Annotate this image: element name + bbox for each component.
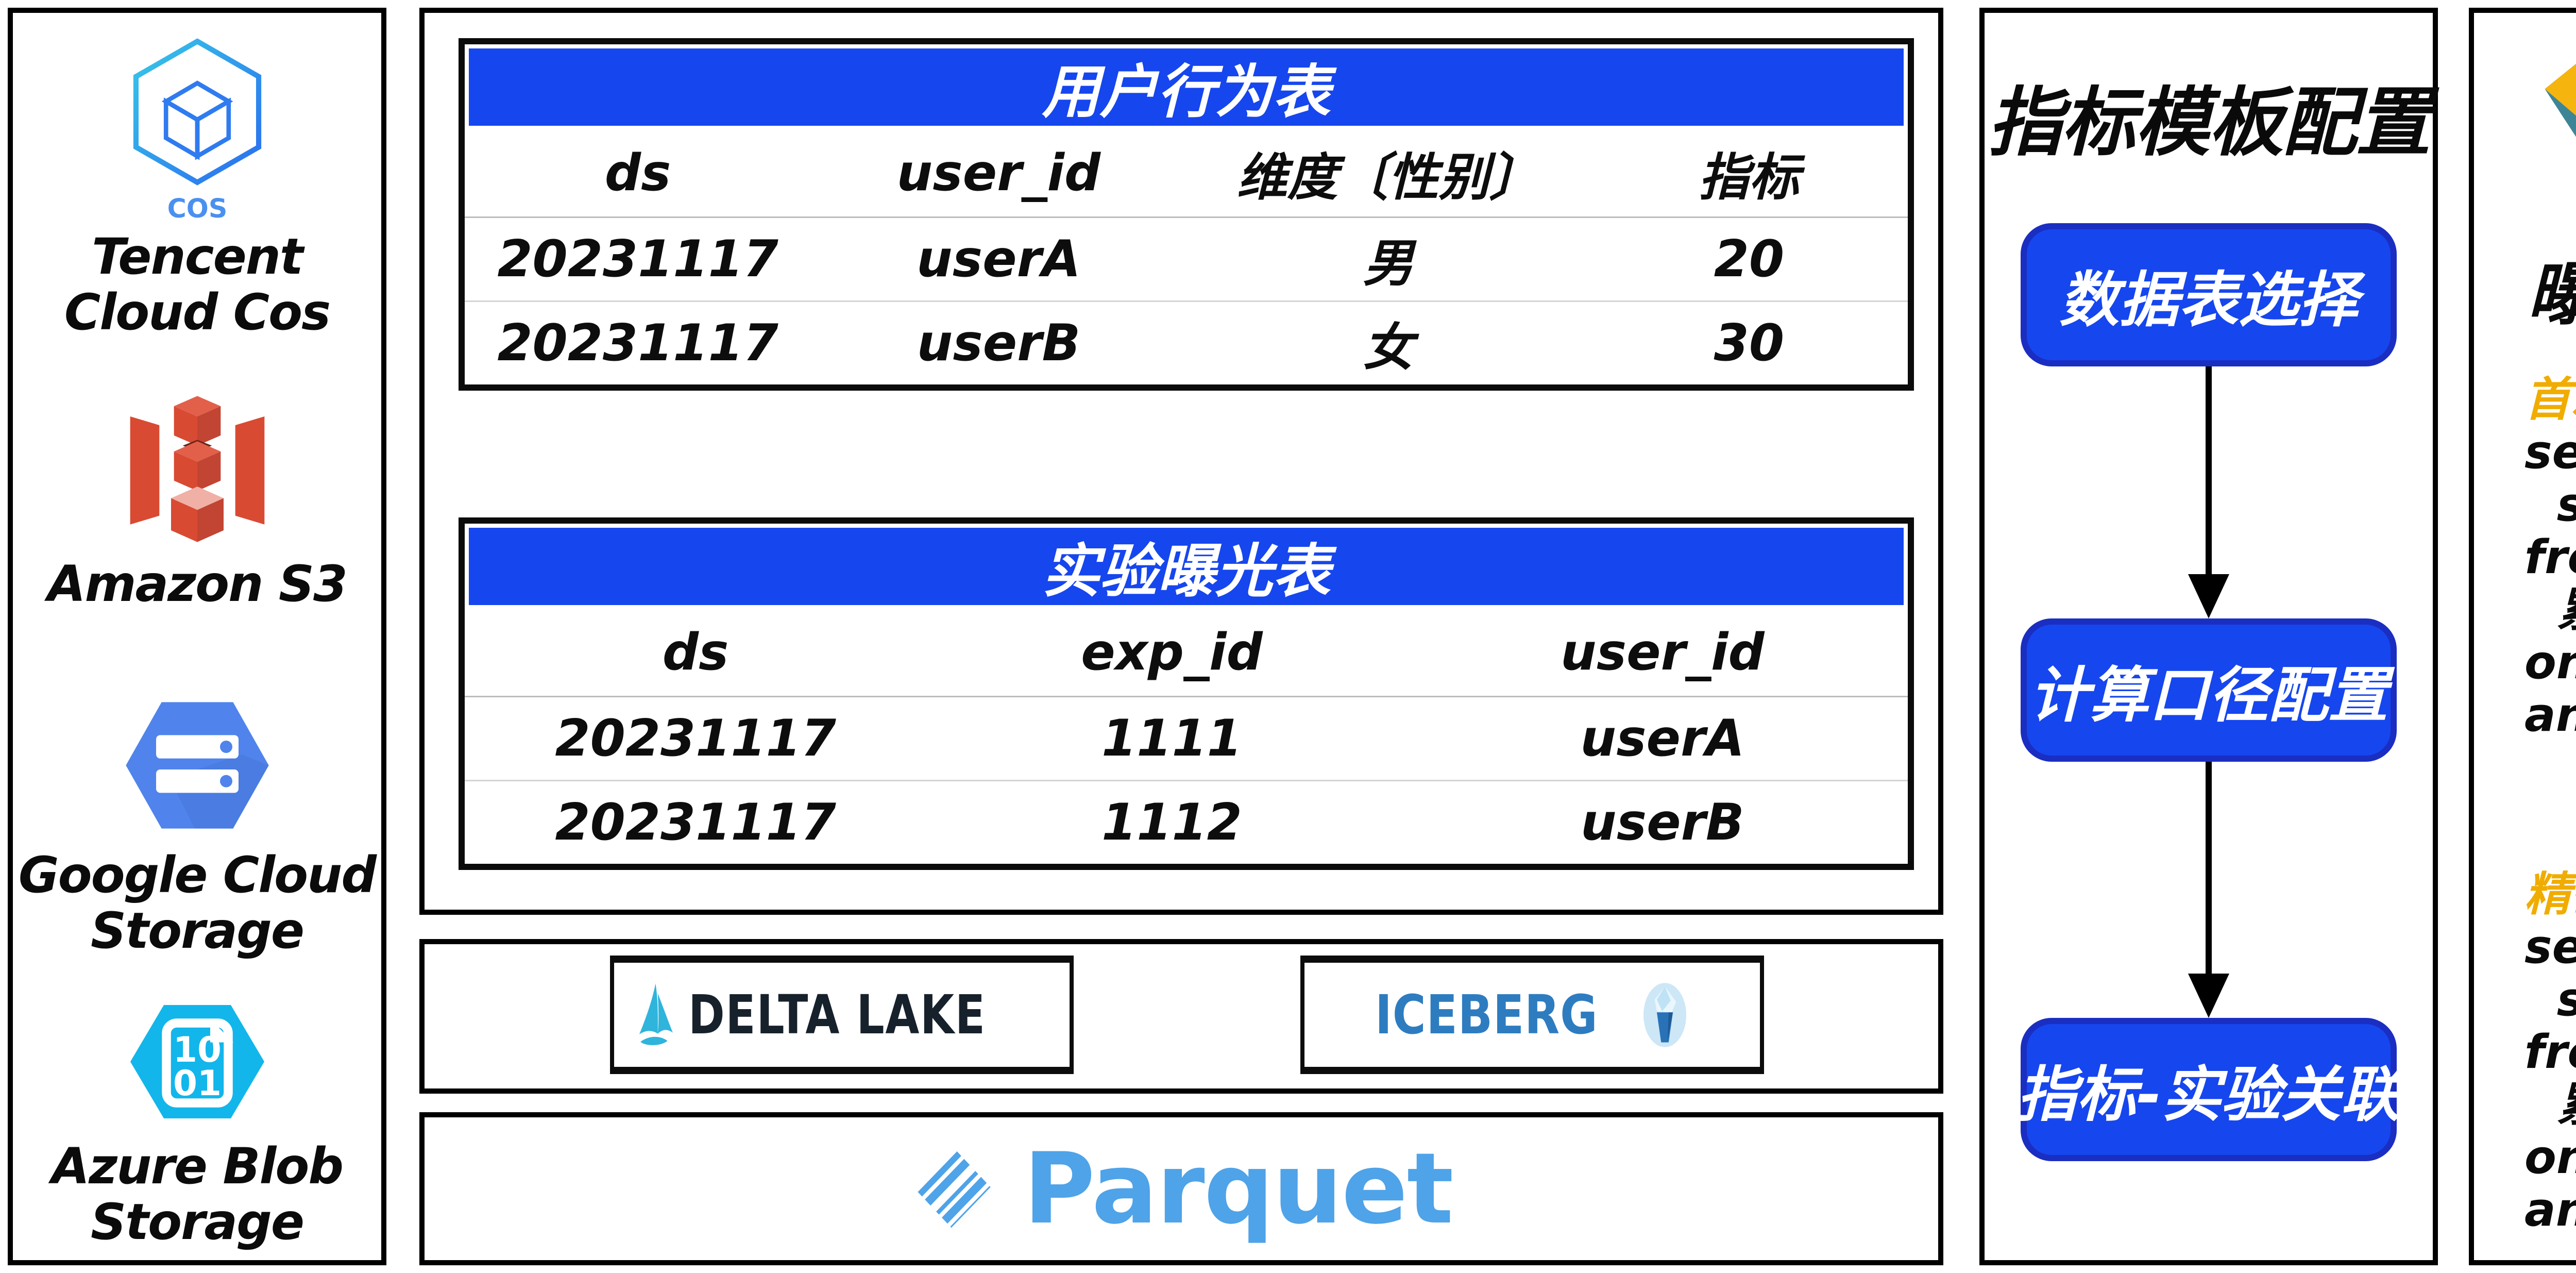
iceberg-wordmark: ICEBERG [1375,983,1598,1046]
storage-item-tencent-cos: COS Tencent Cloud Cos [13,34,381,340]
flow-arrowhead-icon [2188,974,2229,1018]
sql-line: select [2524,425,2576,479]
sql-block-title: 精确曝光 [2524,867,2576,922]
table-cell: userB [1581,793,1744,852]
flow-arrow [2206,762,2212,974]
table-column-header: ds [604,144,671,203]
flow-arrowhead-icon [2188,574,2229,618]
sql-line: 累计曝光表 A left join 行为表 B [2524,584,2576,636]
storage-item-google-cloud-storage: Google Cloud Storage [13,683,381,959]
storage-item-label: Tencent Cloud Cos [64,228,331,341]
flow-arrow [2206,366,2212,575]
delta-lake-logo-box: DELTA LAKE [610,956,1074,1074]
table-cell: 男 [1363,234,1414,293]
starrocks-join-panel: StarRocks 曝光表 Join 行为表 首次曝光select sum(B.… [2469,8,2576,1265]
sql-line: from [2524,1025,2576,1079]
starrocks-logo: StarRocks [2474,41,2576,176]
sql-exact-exposure: 精确曝光select sum(B.指标字段)from 累计曝光表 A left … [2524,868,2576,1236]
table-cell: 1112 [1101,793,1242,852]
delta-lake-icon [639,983,673,1045]
google-cloud-storage-icon [125,702,269,829]
table-title: 实验曝光表 [469,528,1904,605]
iceberg-logo-box: ICEBERG [1300,956,1764,1074]
table-formats-panel: DELTA LAKE ICEBERG [419,939,1943,1094]
table-cell: 30 [1714,314,1785,373]
sql-line: on A.user_id = B.user_id [2524,1130,2576,1184]
delta-lake-wordmark: DELTA LAKE [688,983,986,1046]
table-cell: 女 [1363,319,1414,377]
sql-first-exposure: 首次曝光select sum(B.指标字段)from 累计曝光表 A left … [2524,374,2576,742]
table-cell: 20231117 [555,709,836,768]
table-row: 20231117 1111 userA [465,697,1908,781]
storage-item-label: Google Cloud Storage [18,846,377,960]
join-subtitle: 曝光表 Join 行为表 [2474,240,2576,338]
table-row: 20231117 userB 女 30 [465,302,1908,384]
tencent-cos-icon: COS [133,38,261,224]
storage-item-azure-blob-storage: 10 01 Azure Blob Storage [13,984,381,1250]
table-column-header: user_id [1560,623,1765,682]
cos-icon-label: COS [167,193,227,224]
table-row: 20231117 userA 男 20 [465,218,1908,302]
table-title: 用户行为表 [469,48,1904,126]
step-metric-experiment-link: 指标-实验关联 [2017,1018,2400,1161]
metric-template-config-panel: 指标模板配置 数据表选择 计算口径配置 指标-实验关联 [1979,8,2438,1265]
table-cell: userB [917,314,1081,373]
azure-icon-line2: 01 [173,1063,222,1103]
storage-item-label: Azure Blob Storage [51,1137,344,1251]
table-row: 20231117 1112 userB [465,781,1908,864]
azure-blob-storage-icon: 10 01 [130,1005,264,1118]
table-header-row: ds user_id 维度〔性别〕 指标 [465,130,1908,218]
sql-line: 累计曝光表 A left join 行为表 B [2524,1079,2576,1131]
parquet-panel: Parquet [419,1112,1943,1265]
sql-line: sum(B.指标字段) [2524,479,2576,531]
sql-line: and A.ds = B.ds [2524,1183,2576,1237]
parquet-icon [915,1147,993,1230]
storage-item-amazon-s3: Amazon S3 [13,381,381,612]
table-cell: 20231117 [497,230,778,289]
starrocks-icon [2545,63,2576,137]
table-cell: 20 [1714,230,1785,289]
sql-line: select [2524,920,2576,974]
sql-line: from [2524,530,2576,584]
table-column-header: 维度〔性别〕 [1236,148,1540,207]
azure-icon-line1: 10 [173,1029,222,1070]
pipeline-title: 指标模板配置 [1988,79,2431,166]
table-cell: userA [1580,709,1745,768]
table-cell: 20231117 [555,793,836,852]
cloud-storage-panel: COS Tencent Cloud Cos Amazon S3 [8,8,386,1265]
table-column-header: ds [662,623,729,682]
table-column-header: 指标 [1698,148,1800,207]
table-cell: 20231117 [497,314,778,373]
amazon-s3-icon [130,396,264,542]
step-calc-caliber-config: 计算口径配置 [2021,618,2397,762]
sql-line: sum(B.指标字段) [2524,974,2576,1026]
table-column-header: exp_id [1081,623,1263,682]
sql-block-title: 首次曝光 [2524,373,2576,427]
step-data-table-select: 数据表选择 [2021,223,2397,366]
storage-item-label: Amazon S3 [47,555,348,613]
iceberg-icon [1643,982,1686,1047]
table-header-row: ds exp_id user_id [465,609,1908,697]
table-column-header: user_id [896,144,1101,203]
table-cell: 1111 [1101,709,1242,768]
table-cell: userA [916,230,1081,289]
sql-line: on A.user_id = B.user_id [2524,635,2576,690]
sql-line: and A.first_ds <= B.ds [2524,688,2576,742]
parquet-wordmark: Parquet [1023,1132,1453,1246]
